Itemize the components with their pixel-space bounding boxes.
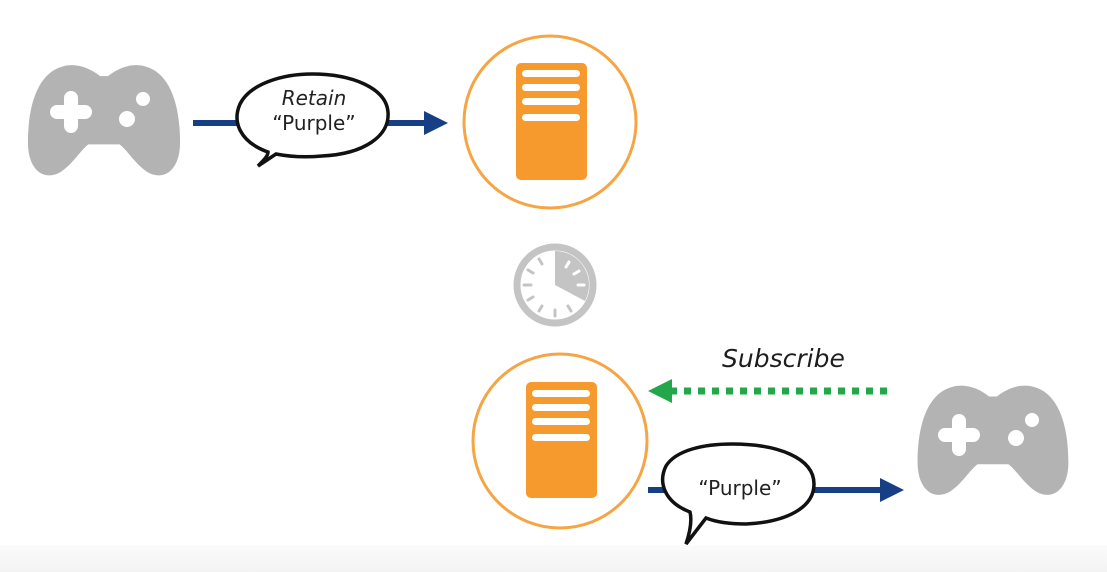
- publisher-controller-icon: [27, 65, 181, 176]
- clock-icon: [513, 243, 597, 327]
- published-value: “Purple”: [272, 111, 356, 135]
- subscribe-arrow: [648, 379, 887, 403]
- subscribe-label: Subscribe: [722, 344, 845, 373]
- delivery-speech-bubble: [661, 442, 816, 546]
- subscriber-controller-icon: [917, 385, 1069, 495]
- delivered-value: “Purple”: [698, 476, 782, 500]
- publish-bubble-text: Retain “Purple”: [258, 86, 370, 136]
- publish-speech-bubble: [235, 72, 390, 168]
- broker-top: [462, 34, 638, 210]
- broker-bottom: [471, 352, 649, 530]
- server-icon: [516, 63, 587, 180]
- retain-label: Retain: [281, 86, 347, 110]
- slide-footer-band: [0, 545, 1107, 572]
- server-icon: [526, 382, 597, 498]
